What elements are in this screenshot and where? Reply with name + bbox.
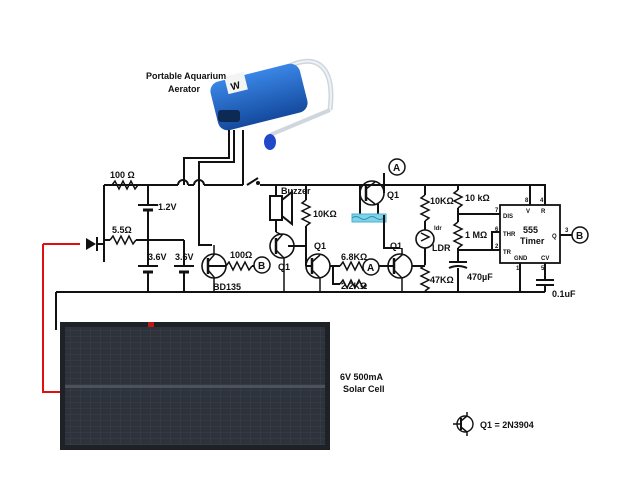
label-3-6v-left: 3.6V: [148, 252, 167, 262]
transistor-q1-left: [269, 231, 306, 292]
pin-5: 5: [541, 266, 545, 272]
label-100-ohm-base: 100Ω: [230, 250, 252, 260]
pin-r: R: [541, 209, 546, 215]
pin-gnd: GND: [514, 256, 528, 262]
label-2-2k: 2.2KΩ: [341, 281, 367, 291]
transistor-q1-top: [359, 173, 385, 215]
pin-v: V: [526, 209, 530, 215]
pin-7: 7: [495, 208, 499, 214]
node-b-right: [571, 226, 589, 244]
label-0-1uf: 0.1uF: [552, 289, 576, 299]
label-q1-right: Q1: [390, 241, 402, 251]
pin-thr: THR: [503, 232, 516, 238]
label-q1-mid: Q1: [314, 241, 326, 251]
label-1-2v: 1.2V: [158, 202, 177, 212]
pin-4: 4: [540, 198, 544, 204]
pin-6: 6: [495, 227, 499, 233]
label-3-6v-right: 3.6V: [175, 252, 194, 262]
resistor-2-2k: [332, 266, 367, 290]
timer-555: [499, 185, 572, 292]
aerator-brand: W: [230, 80, 242, 93]
transistor-q1-right: [379, 215, 425, 292]
label-q1-top: Q1: [387, 190, 399, 200]
node-b-left: [253, 256, 271, 274]
cell-1-2v: [138, 185, 158, 245]
node-a-mid-text: A: [367, 263, 374, 274]
pin-3: 3: [565, 228, 569, 234]
label-10k-collector: 10KΩ: [313, 209, 337, 219]
resistor-100-top: [103, 179, 139, 262]
pin-8: 8: [525, 198, 529, 204]
panel-label-line1: 6V 500mA: [340, 372, 384, 382]
node-b-right-text: B: [576, 231, 583, 242]
transistor-bd135: [198, 178, 227, 292]
label-100-ohm-top: 100 Ω: [110, 170, 135, 180]
pin-dis: DIS: [503, 214, 513, 220]
label-47k: 47KΩ: [430, 275, 454, 285]
label-10k-ldr: 10KΩ: [430, 196, 454, 206]
transistor-q1-mid: [305, 253, 340, 292]
ldr-branch: [415, 185, 435, 292]
legend-text: Q1 = 2N3904: [480, 420, 534, 430]
label-5-5-ohm: 5.5Ω: [112, 225, 132, 235]
panel-label-line2: Solar Cell: [343, 384, 385, 394]
capacitor-470: [448, 261, 468, 292]
timer-name-2: Timer: [520, 236, 545, 246]
timer-resistors: [452, 185, 500, 262]
label-bd135: BD135: [213, 282, 241, 292]
diode: [43, 237, 104, 251]
aerator-label-line1: Portable Aquarium: [146, 71, 226, 81]
pin-1: 1: [516, 266, 520, 272]
cell-3-6v-right: [174, 240, 194, 292]
timer-name-1: 555: [523, 225, 538, 235]
pin-cv: CV: [541, 256, 549, 262]
label-ldr-small: ldr: [434, 226, 442, 232]
aerator-label-line2: Aerator: [168, 84, 201, 94]
label-10k-timer: 10 kΩ: [465, 193, 490, 203]
label-q1-left: Q1: [278, 262, 290, 272]
label-buzzer: Buzzer: [281, 186, 311, 196]
pin-q: Q: [552, 234, 557, 240]
label-ldr: LDR: [432, 243, 451, 253]
label-1m-timer: 1 MΩ: [465, 230, 487, 240]
resistor-10k-collector: [300, 185, 312, 266]
pin-tr: TR: [503, 250, 512, 256]
buzzer: [269, 185, 293, 232]
pin-2: 2: [495, 244, 499, 250]
water-sensor: [351, 213, 387, 223]
node-a-top-text: A: [393, 163, 400, 174]
label-6-8k: 6.8KΩ: [341, 252, 367, 262]
resistor-100-base: [225, 260, 254, 272]
node-b-left-text: B: [258, 261, 265, 272]
legend-transistor-symbol: [453, 412, 474, 436]
node-a-top: [388, 158, 406, 176]
cell-3-6v-left: [138, 245, 158, 292]
resistor-5-5: [104, 234, 184, 246]
solar-panel: [60, 322, 330, 450]
aerator-leads: [183, 130, 244, 185]
label-470uf: 470µF: [467, 272, 493, 282]
aerator-picture: W: [210, 58, 334, 150]
resistor-6-8k: [339, 260, 367, 272]
red-wire: [42, 244, 60, 393]
